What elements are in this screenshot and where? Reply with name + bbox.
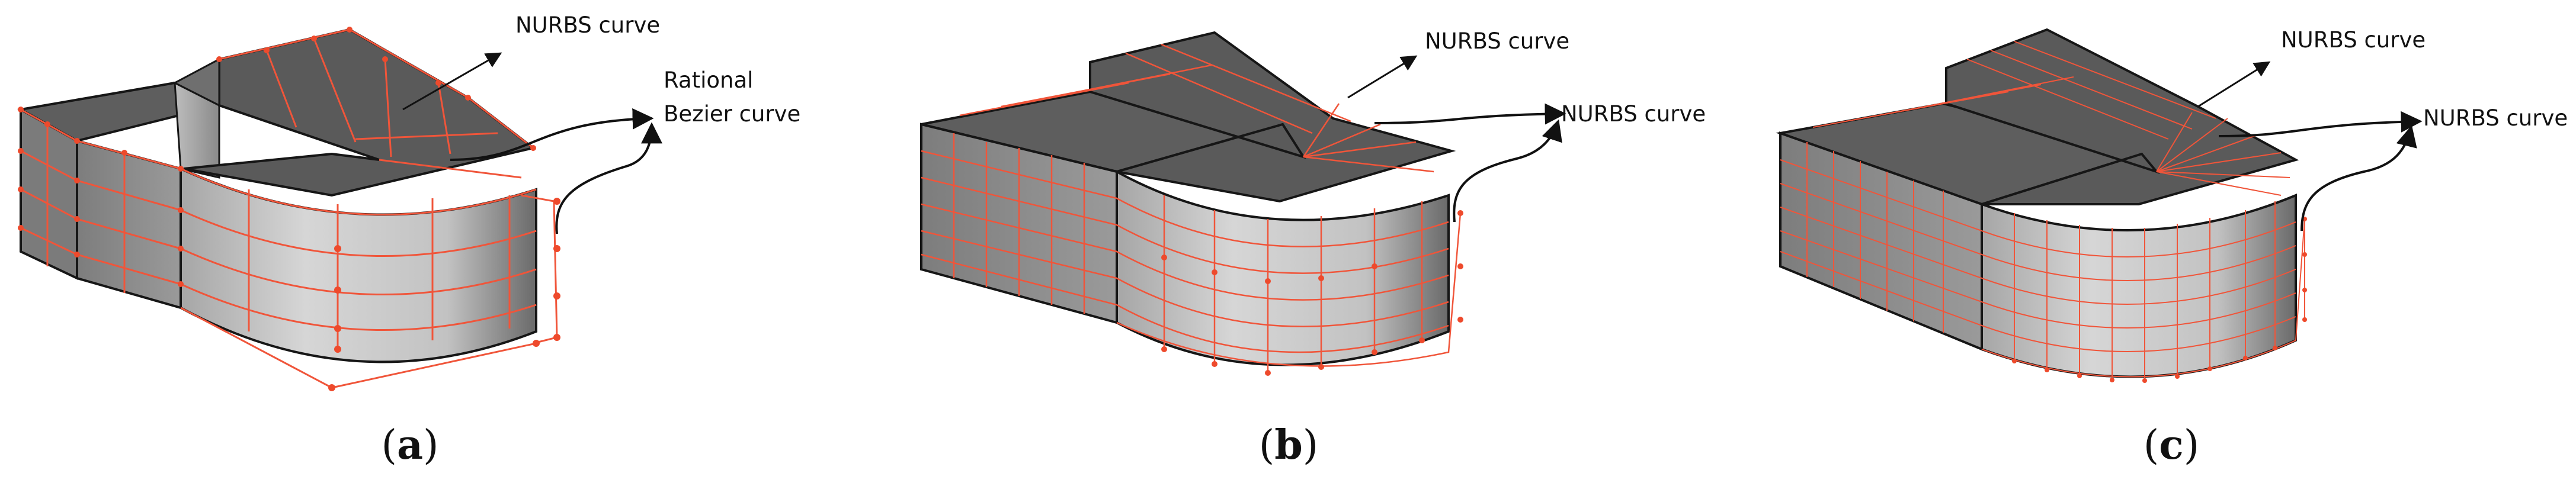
callout-arrow-curve-a xyxy=(555,122,662,234)
callout-arrow-top-b xyxy=(1347,55,1418,99)
caption-c: (c) xyxy=(2144,421,2199,469)
callout-arrow-top-a xyxy=(402,52,502,111)
callout-label-top-b: NURBS curve xyxy=(1425,28,1569,54)
caption-a: (a) xyxy=(381,421,438,469)
panel-c: NURBS curve NURBS curve (c) xyxy=(1776,27,2568,469)
caption-b: (b) xyxy=(1259,421,1319,469)
callout-label-side-a-line2: Bezier curve xyxy=(664,101,800,127)
panel-b: NURBS curve NURBS curve (b) xyxy=(920,28,1706,469)
callout-arrow-top-c xyxy=(2197,61,2271,108)
u-shape-model-b xyxy=(920,31,1456,366)
panel-a: NURBS curve Rational Bezier curve (a) xyxy=(17,12,800,469)
callout-label-side-a-line1: Rational xyxy=(664,67,753,93)
callout-label-side-b: NURBS curve xyxy=(1561,101,1706,127)
callout-arrow-curve-c xyxy=(2301,125,2417,231)
callout-label-top-c: NURBS curve xyxy=(2281,27,2426,53)
control-points-a xyxy=(18,27,560,391)
callout-arrow-curve-b xyxy=(1453,119,1562,223)
callout-arrow-side-a xyxy=(450,108,654,161)
callout-arrow-side-b xyxy=(1374,103,1566,125)
control-points-b xyxy=(1161,210,1463,376)
callout-label-side-c: NURBS curve xyxy=(2423,105,2568,131)
control-mesh-c xyxy=(1780,41,2305,381)
callout-arrow-side-c xyxy=(2218,111,2423,137)
u-shape-model-c xyxy=(1776,28,2299,378)
control-mesh-b xyxy=(921,43,1462,373)
callout-label-top-a: NURBS curve xyxy=(515,12,660,38)
control-mesh-a xyxy=(20,28,558,389)
